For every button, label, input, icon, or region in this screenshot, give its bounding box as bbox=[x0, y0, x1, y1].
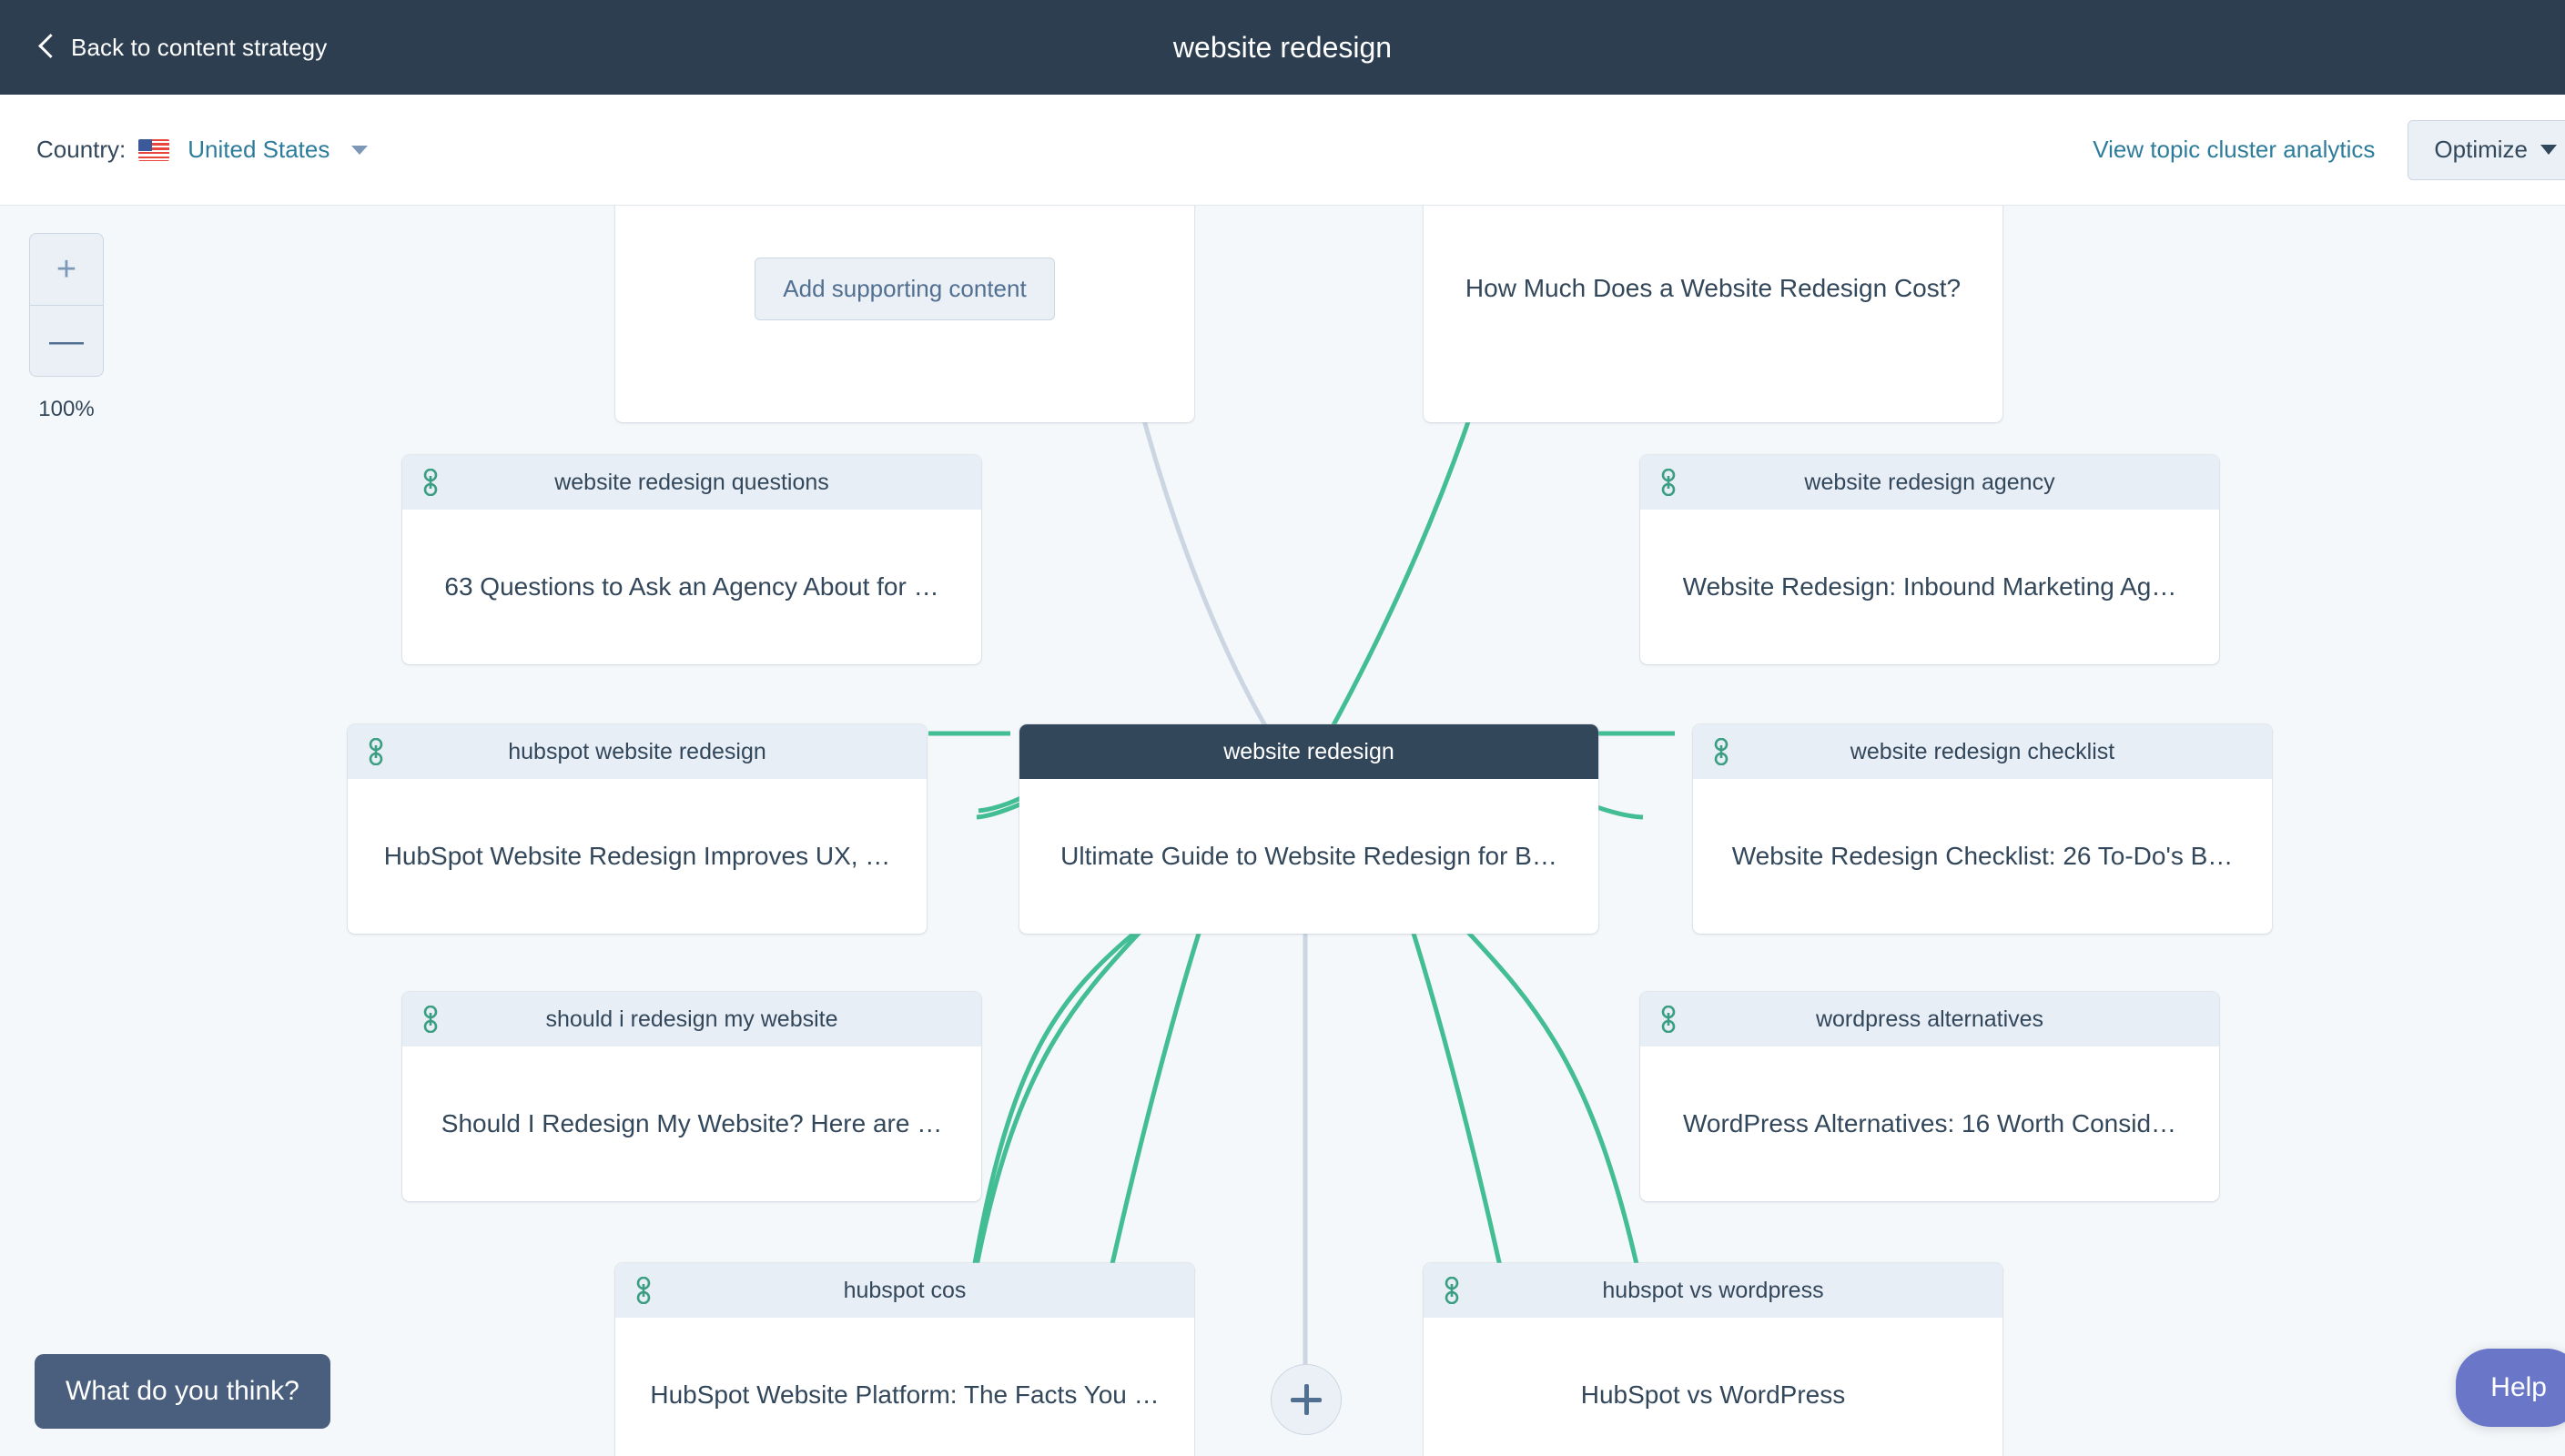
node-keyword-header: website redesign checklist bbox=[1693, 724, 2272, 779]
link-chain-icon bbox=[1661, 469, 1676, 496]
core-node-card[interactable]: website redesign Ultimate Guide to Websi… bbox=[1019, 724, 1598, 934]
country-label: Country: bbox=[36, 136, 127, 163]
plus-icon: + bbox=[56, 250, 77, 288]
node-body: HubSpot Website Redesign Improves UX, … bbox=[348, 779, 927, 934]
node-keyword-header: website redesign questions bbox=[402, 455, 981, 510]
caret-down-icon bbox=[2540, 145, 2557, 155]
link-chain-icon bbox=[1661, 1006, 1676, 1033]
country-selector[interactable]: Country: United States bbox=[36, 136, 369, 164]
app-header: Back to content strategy website redesig… bbox=[0, 0, 2565, 95]
plus-circle-icon bbox=[1291, 1384, 1322, 1415]
back-link-label: Back to content strategy bbox=[71, 33, 328, 61]
node-title: 63 Questions to Ask an Agency About for … bbox=[444, 572, 939, 601]
node-title: HubSpot Website Redesign Improves UX, … bbox=[383, 842, 891, 870]
country-value[interactable]: United States bbox=[188, 136, 330, 163]
topic-cluster-canvas[interactable]: + — 100% website redesign process Add su… bbox=[0, 206, 2565, 1456]
add-subtopic-button[interactable] bbox=[1271, 1364, 1342, 1435]
minus-icon: — bbox=[49, 321, 84, 360]
node-keyword-header: website redesign agency bbox=[1640, 455, 2219, 510]
node-card[interactable]: hubspot vs wordpress HubSpot vs WordPres… bbox=[1424, 1263, 2002, 1456]
node-keyword-header: wordpress alternatives bbox=[1640, 992, 2219, 1046]
zoom-in-button[interactable]: + bbox=[30, 234, 103, 305]
core-node-title: Ultimate Guide to Website Redesign for B… bbox=[1060, 842, 1557, 870]
node-card[interactable]: hubspot website redesign HubSpot Website… bbox=[348, 724, 927, 934]
node-keyword-header: hubspot cos bbox=[615, 1263, 1194, 1318]
node-card[interactable]: website redesign cost How Much Does a We… bbox=[1424, 206, 2002, 422]
node-keyword-label: website redesign questions bbox=[554, 469, 829, 495]
link-chain-icon bbox=[636, 1277, 651, 1304]
chevron-down-icon[interactable] bbox=[351, 145, 369, 155]
zoom-out-button[interactable]: — bbox=[30, 305, 103, 376]
node-body: Website Redesign Checklist: 26 To-Do's B… bbox=[1693, 779, 2272, 934]
optimize-button-label: Optimize bbox=[2434, 136, 2528, 163]
node-keyword-label: website redesign checklist bbox=[1850, 738, 2115, 764]
core-node-keyword-header: website redesign bbox=[1019, 724, 1598, 779]
node-body: HubSpot vs WordPress bbox=[1424, 1318, 2002, 1456]
node-keyword-header: hubspot vs wordpress bbox=[1424, 1263, 2002, 1318]
node-keyword-header: hubspot website redesign bbox=[348, 724, 927, 779]
node-title: Website Redesign: Inbound Marketing Ag… bbox=[1682, 572, 2177, 601]
add-supporting-content-button[interactable]: Add supporting content bbox=[755, 257, 1055, 320]
core-node-body: Ultimate Guide to Website Redesign for B… bbox=[1019, 779, 1598, 934]
node-card[interactable]: website redesign questions 63 Questions … bbox=[402, 455, 981, 664]
node-keyword-header: should i redesign my website bbox=[402, 992, 981, 1046]
optimize-button[interactable]: Optimize bbox=[2408, 119, 2565, 180]
node-body: Should I Redesign My Website? Here are … bbox=[402, 1046, 981, 1201]
us-flag-icon bbox=[138, 138, 170, 161]
node-card[interactable]: website redesign process Add supporting … bbox=[615, 206, 1194, 422]
node-keyword-label: wordpress alternatives bbox=[1815, 1006, 2044, 1032]
node-title: HubSpot Website Platform: The Facts You … bbox=[650, 1380, 1160, 1409]
zoom-percentage: 100% bbox=[38, 397, 95, 421]
node-card[interactable]: website redesign agency Website Redesign… bbox=[1640, 455, 2219, 664]
node-card[interactable]: hubspot cos HubSpot Website Platform: Th… bbox=[615, 1263, 1194, 1456]
node-title: Should I Redesign My Website? Here are … bbox=[441, 1109, 943, 1138]
node-body: WordPress Alternatives: 16 Worth Consid… bbox=[1640, 1046, 2219, 1201]
node-title: Website Redesign Checklist: 26 To-Do's B… bbox=[1731, 842, 2234, 870]
node-keyword-label: website redesign agency bbox=[1804, 469, 2055, 495]
node-card[interactable]: wordpress alternatives WordPress Alterna… bbox=[1640, 992, 2219, 1201]
toolbar-actions: View topic cluster analytics Optimize bbox=[2093, 119, 2565, 180]
node-title: WordPress Alternatives: 16 Worth Consid… bbox=[1682, 1109, 2177, 1138]
link-chain-icon bbox=[369, 738, 383, 765]
node-title: How Much Does a Website Redesign Cost? bbox=[1465, 274, 1962, 302]
node-keyword-label: should i redesign my website bbox=[545, 1006, 838, 1032]
core-node-keyword-label: website redesign bbox=[1223, 738, 1394, 764]
node-body: Add supporting content bbox=[615, 206, 1194, 422]
link-chain-icon bbox=[423, 1006, 438, 1033]
link-chain-icon bbox=[423, 469, 438, 496]
node-card[interactable]: website redesign checklist Website Redes… bbox=[1693, 724, 2272, 934]
view-topic-cluster-analytics-link[interactable]: View topic cluster analytics bbox=[2093, 136, 2376, 163]
link-chain-icon bbox=[1714, 738, 1729, 765]
node-card[interactable]: should i redesign my website Should I Re… bbox=[402, 992, 981, 1201]
node-body: 63 Questions to Ask an Agency About for … bbox=[402, 510, 981, 664]
zoom-button-stack[interactable]: + — bbox=[29, 233, 104, 377]
node-body: Website Redesign: Inbound Marketing Ag… bbox=[1640, 510, 2219, 664]
feedback-button[interactable]: What do you think? bbox=[35, 1354, 330, 1429]
node-body: How Much Does a Website Redesign Cost? bbox=[1424, 206, 2002, 422]
node-keyword-label: hubspot vs wordpress bbox=[1602, 1277, 1824, 1303]
node-keyword-label: hubspot website redesign bbox=[508, 738, 766, 764]
help-button[interactable]: Help bbox=[2456, 1349, 2565, 1427]
link-chain-icon bbox=[1445, 1277, 1459, 1304]
node-body: HubSpot Website Platform: The Facts You … bbox=[615, 1318, 1194, 1456]
node-keyword-label: hubspot cos bbox=[843, 1277, 967, 1303]
back-to-content-strategy-link[interactable]: Back to content strategy bbox=[36, 32, 327, 63]
node-title: HubSpot vs WordPress bbox=[1580, 1380, 1846, 1409]
page-title: website redesign bbox=[1172, 30, 1393, 64]
toolbar: Country: United States View topic cluste… bbox=[0, 95, 2565, 206]
chevron-left-icon bbox=[36, 32, 56, 63]
zoom-controls[interactable]: + — 100% bbox=[29, 233, 104, 422]
